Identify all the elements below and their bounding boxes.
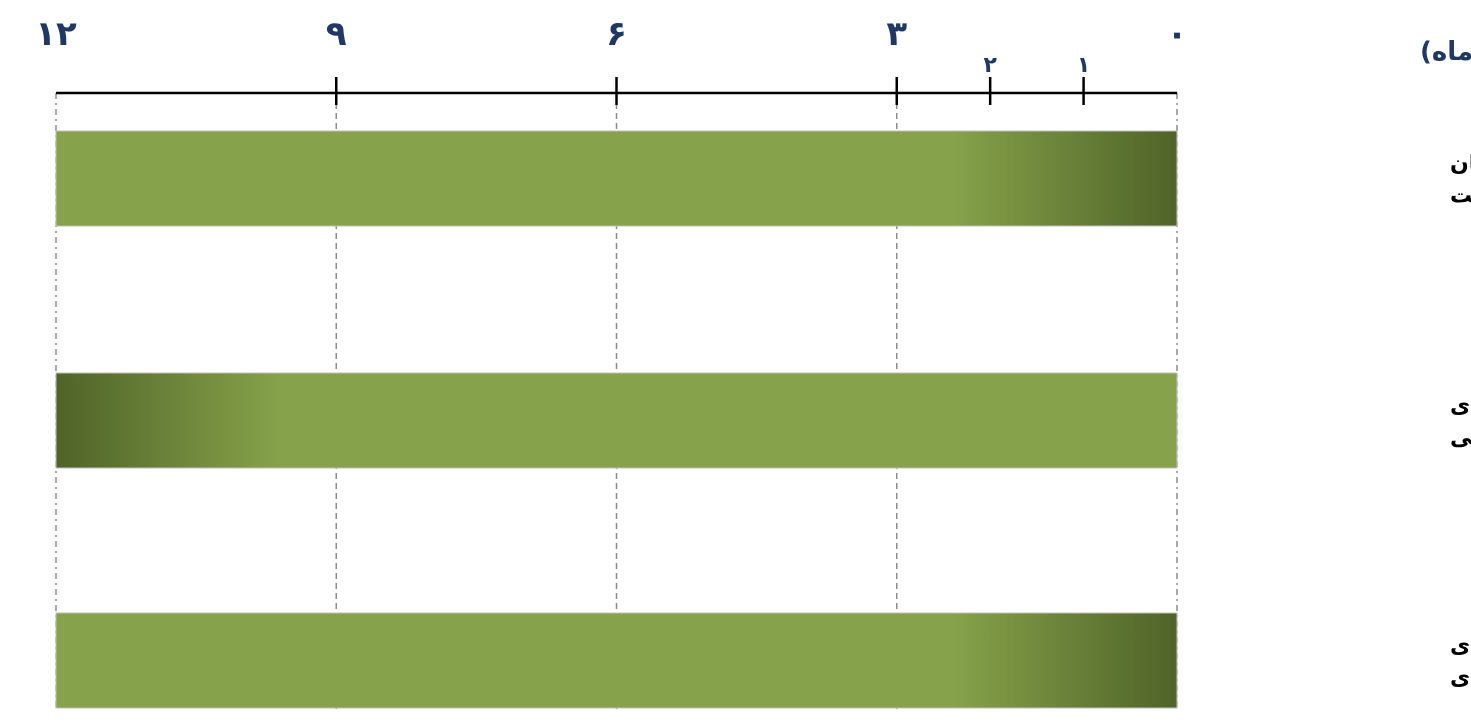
bar-3 — [55, 612, 1178, 709]
tick-label-9: ۹ — [326, 14, 347, 54]
tick-label-2: ۲ — [983, 53, 997, 78]
axis-title: زمان (ماه) — [1420, 37, 1471, 67]
row-label-1-line-1: سرویس ویژه کارکنان — [1450, 152, 1471, 177]
row-label-2-line-2: استفاده عمومی — [1450, 426, 1471, 451]
tick-label-6: ۶ — [606, 14, 627, 54]
row-label-1-line-2: دولت — [1450, 184, 1471, 209]
tick-label-1: ۱ — [1077, 53, 1090, 78]
row-label-3-line-1: سرویس ویژه برای — [1450, 634, 1471, 659]
tick-label-3: ۳ — [886, 14, 907, 54]
row-label-2-line-1: سرویس ویژه برای — [1450, 394, 1471, 419]
row-labels: سرویس ویژه کارکنان دولت سرویس ویژه برای است… — [1450, 152, 1471, 691]
bar-1 — [55, 130, 1178, 227]
row-label-3-line-2: سفرهای حومه‌ای — [1450, 666, 1471, 691]
tick-label-12: ۱۲ — [35, 14, 77, 54]
bar-2 — [55, 372, 1178, 469]
tick-label-0: ۰ — [1167, 14, 1188, 54]
bars — [55, 130, 1178, 709]
